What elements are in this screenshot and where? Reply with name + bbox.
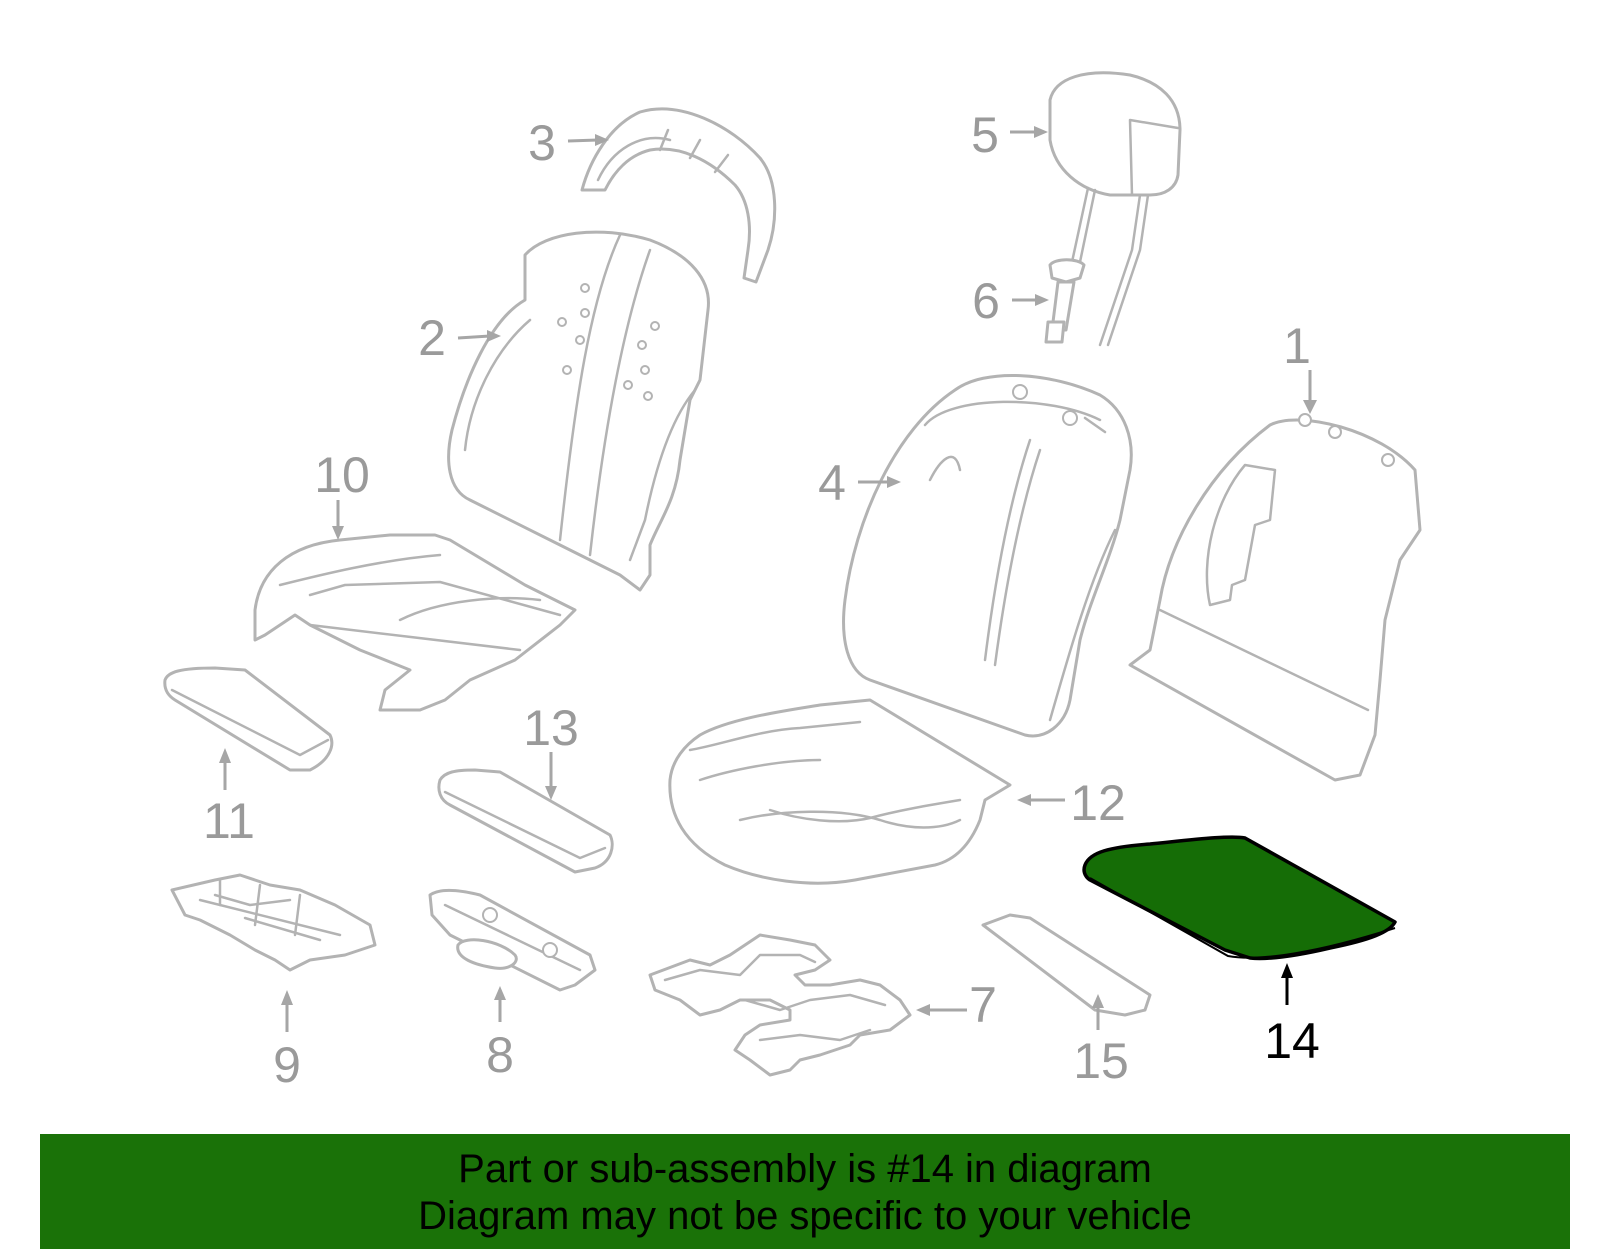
part-3-backrest-upper-trim[interactable] <box>580 107 777 284</box>
part-5-headrest[interactable] <box>1048 71 1182 347</box>
svg-text:1: 1 <box>1283 318 1311 374</box>
part-7-seat-heater-mat[interactable] <box>648 933 912 1077</box>
part-10-seat-cushion-cover[interactable] <box>253 533 577 712</box>
info-banner: Part or sub-assembly is #14 in diagram D… <box>40 1134 1570 1249</box>
part-6-headrest-guide[interactable] <box>1044 258 1086 344</box>
part-14-seat-mat-highlighted[interactable] <box>1082 835 1397 961</box>
callout-10: 10 <box>314 447 370 540</box>
svg-text:6: 6 <box>972 273 1000 329</box>
part-2-backrest-cover[interactable] <box>447 230 710 592</box>
part-9-seat-bracket[interactable] <box>170 873 377 972</box>
callout-3: 3 <box>528 115 609 171</box>
callout-2: 2 <box>418 310 501 366</box>
part-15-thin-pad[interactable] <box>981 913 1152 1017</box>
part-11-bolster-pad[interactable] <box>163 666 334 772</box>
callout-13: 13 <box>523 700 579 800</box>
callout-7: 7 <box>916 977 997 1033</box>
callout-14: 14 <box>1264 963 1320 1069</box>
callout-9: 9 <box>273 990 301 1093</box>
callout-6: 6 <box>972 273 1049 329</box>
svg-text:3: 3 <box>528 115 556 171</box>
svg-text:7: 7 <box>969 977 997 1033</box>
callout-4: 4 <box>818 455 901 511</box>
svg-text:13: 13 <box>523 700 579 756</box>
svg-text:11: 11 <box>203 793 255 849</box>
svg-text:12: 12 <box>1070 775 1126 831</box>
banner-line-disclaimer: Diagram may not be specific to your vehi… <box>418 1194 1192 1238</box>
svg-text:5: 5 <box>971 107 999 163</box>
part-13-side-pad[interactable] <box>437 768 614 874</box>
callout-11: 11 <box>203 748 255 849</box>
callout-1: 1 <box>1283 318 1317 414</box>
part-1-backrest-frame[interactable] <box>1128 413 1422 782</box>
part-12-seat-cushion-pad[interactable] <box>668 698 1012 885</box>
callout-5: 5 <box>971 107 1048 163</box>
part-8-lumbar-support[interactable] <box>428 889 597 992</box>
svg-text:10: 10 <box>314 447 370 503</box>
svg-text:2: 2 <box>418 310 446 366</box>
callout-15: 15 <box>1073 994 1129 1089</box>
svg-text:9: 9 <box>273 1037 301 1093</box>
callout-8: 8 <box>486 986 514 1083</box>
svg-text:4: 4 <box>818 455 846 511</box>
svg-text:14: 14 <box>1264 1013 1320 1069</box>
part-4-backrest-pad[interactable] <box>842 373 1133 738</box>
callout-12: 12 <box>1017 775 1126 831</box>
svg-text:15: 15 <box>1073 1033 1129 1089</box>
svg-text:8: 8 <box>486 1027 514 1083</box>
banner-line-part-number: Part or sub-assembly is #14 in diagram <box>458 1147 1152 1191</box>
